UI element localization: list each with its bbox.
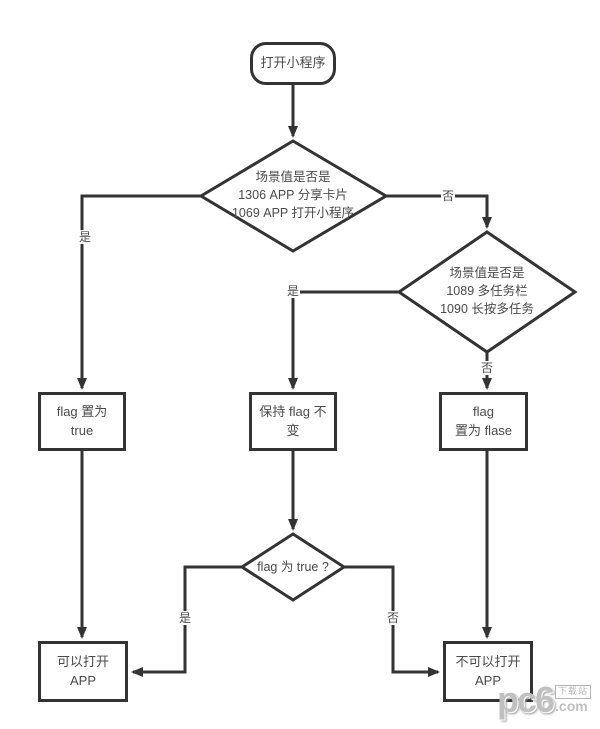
watermark-logo-text: pc6	[497, 679, 555, 720]
decision3-diamond	[239, 532, 347, 602]
node-start: 打开小程序	[250, 42, 336, 85]
edge-label-decision2-yes: 是	[286, 284, 301, 299]
edge-label-decision1-yes: 是	[78, 230, 93, 245]
edge-decision2-yes	[288, 290, 399, 390]
node-can-open-app: 可以打开 APP	[38, 641, 128, 702]
node-set-flag-true: flag 置为 true	[38, 392, 126, 451]
edge-label-decision3-yes: 是	[178, 611, 193, 626]
edge-label-decision1-no: 否	[441, 189, 456, 204]
edge-decision1-no	[386, 194, 492, 229]
edge-decision1-yes	[77, 194, 201, 390]
node-cannot-open-app: 不可以打开 APP	[443, 641, 533, 702]
edge-label-decision3-no: 否	[386, 611, 401, 626]
watermark-suffix: .com	[555, 697, 588, 714]
decision2-diamond	[396, 230, 578, 354]
watermark-pc6: pc6 下载站 .com	[497, 679, 592, 720]
edge-label-decision2-no: 否	[480, 361, 495, 376]
watermark-badge: 下载站	[555, 685, 592, 699]
node-keep-flag: 保持 flag 不 变	[249, 392, 337, 451]
node-set-flag-false: flag 置为 flase	[439, 392, 528, 451]
decision1-diamond	[198, 139, 389, 253]
